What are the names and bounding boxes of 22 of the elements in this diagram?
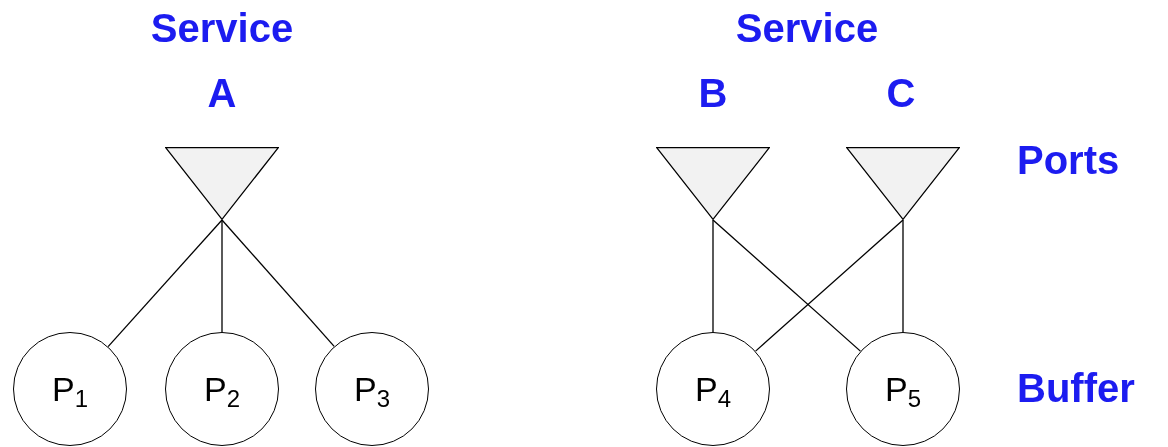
heading-label: A: [207, 71, 237, 115]
connector-line: [107, 219, 223, 348]
process-label: P$_{1}$: [51, 372, 88, 406]
port-triangle: [846, 147, 960, 220]
connector-line: [712, 219, 714, 333]
process-label: P$_{3}$: [353, 372, 390, 406]
connector-line: [221, 219, 223, 333]
port-triangle: [656, 147, 770, 220]
process-label: P$_{5}$: [884, 372, 921, 406]
connector-line: [902, 219, 904, 333]
connector-line: [712, 219, 862, 352]
heading-label: Buffer: [1017, 366, 1135, 410]
connector-line: [221, 219, 335, 347]
port-triangle: [165, 147, 279, 220]
process-label: P$_{2}$: [203, 372, 240, 406]
heading-label: Service: [735, 6, 879, 50]
connector-line: [754, 219, 904, 352]
process-label: P$_{4}$: [694, 372, 731, 406]
heading-label: Ports: [1017, 138, 1120, 182]
heading-label: B: [698, 71, 728, 115]
heading-label: Service: [150, 6, 294, 50]
heading-label: C: [886, 71, 916, 115]
